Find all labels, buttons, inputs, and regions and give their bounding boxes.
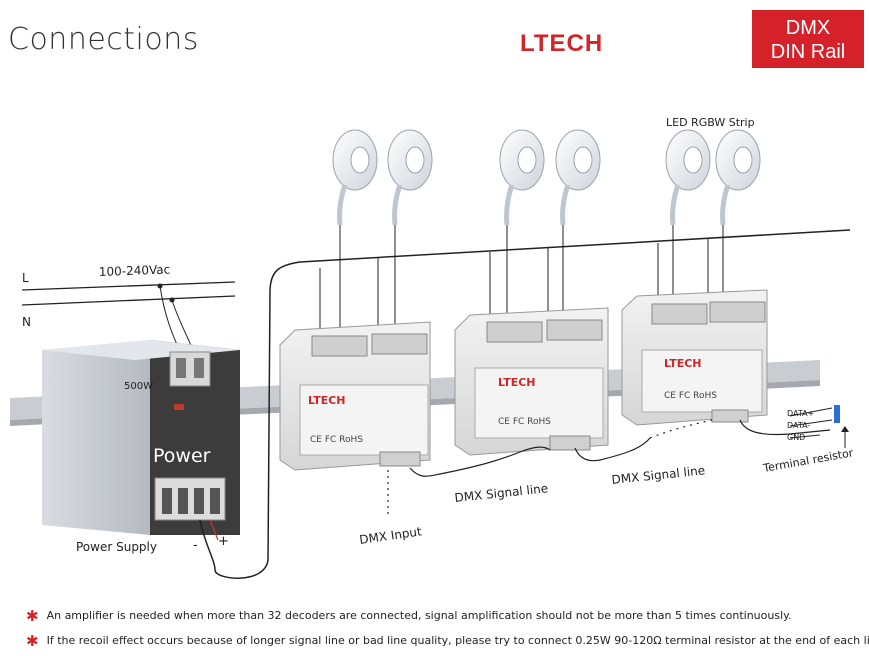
psu-minus-label: -: [193, 538, 198, 553]
data-minus-label: DATA-: [787, 421, 810, 430]
decoder-1-brand: LTECH: [308, 394, 346, 407]
footnote-1: ✱ An amplifier is needed when more than 3…: [26, 607, 792, 625]
led-strip-label: LED RGBW Strip: [666, 116, 755, 129]
decoder-3-brand: LTECH: [664, 357, 702, 370]
decoder-module-3: [621, 289, 768, 426]
power-supply: [42, 340, 240, 535]
dmx-input-label: DMX Input: [358, 524, 422, 547]
wiring-diagram: L N 100-240Vac 500W Power Power Supply -…: [10, 116, 855, 579]
dc-bus: [199, 229, 851, 579]
decoder-2-brand: LTECH: [498, 376, 536, 389]
dmx-signal-label-1: DMX Signal line: [454, 481, 549, 505]
decoder-module-2: [454, 307, 609, 456]
gnd-label: GND: [787, 433, 805, 442]
led-reel-2: [387, 129, 433, 226]
decoder-3-marks: CE FC RoHS: [664, 391, 717, 401]
brand-logo: LTECH: [520, 30, 604, 57]
decoder-2-marks: CE FC RoHS: [498, 417, 551, 427]
line-l-label: L: [22, 271, 29, 285]
terminal-resistor-label: Terminal resistor: [761, 446, 854, 475]
psu-face-label: Power: [153, 445, 211, 467]
supply-voltage-label: 100-240Vac: [99, 263, 171, 279]
led-reel-4: [555, 129, 601, 226]
data-plus-label: DATA+: [787, 409, 814, 418]
footnote-2: ✱ If the recoil effect occurs because of …: [26, 632, 869, 650]
psu-caption: Power Supply: [76, 540, 157, 554]
terminal-resistor: [789, 405, 849, 448]
dmx-signal-label-2: DMX Signal line: [611, 463, 706, 487]
asterisk-icon: ✱: [26, 632, 39, 650]
strip-wires: [319, 225, 724, 330]
footnote-2-text: If the recoil effect occurs because of l…: [46, 634, 869, 647]
led-reel-1: [332, 129, 378, 226]
badge-line-2: DIN Rail: [770, 41, 846, 63]
badge-line-1: DMX: [785, 17, 831, 39]
led-reel-3: [499, 129, 545, 226]
footnote-1-text: An amplifier is needed when more than 32…: [46, 609, 792, 622]
led-reel-5: [665, 129, 711, 226]
dmx-wiring: [387, 419, 831, 518]
page-title: Connections: [8, 22, 199, 57]
led-strip-reels: [332, 129, 761, 226]
line-n-label: N: [22, 315, 31, 329]
led-reel-6: [715, 129, 761, 226]
psu-plus-label: +: [218, 534, 229, 549]
decoder-1-marks: CE FC RoHS: [310, 435, 363, 445]
decoder-module-1: [279, 321, 431, 471]
psu-watt-label: 500W: [124, 381, 153, 392]
category-badge: DMX DIN Rail: [752, 10, 864, 68]
asterisk-icon: ✱: [26, 607, 39, 625]
